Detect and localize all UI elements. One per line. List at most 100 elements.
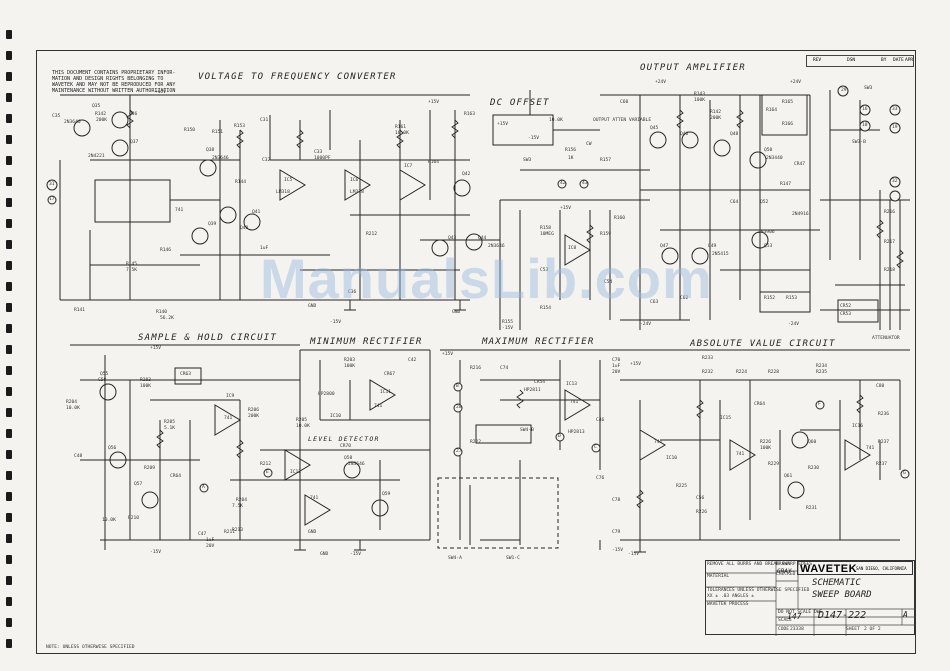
title-sweep-board: SWEEP BOARD (812, 590, 872, 600)
binding-hole (6, 240, 12, 249)
label-10k-a: 10.0K (395, 131, 409, 136)
terminal-a: A (202, 485, 205, 490)
label-c74-mr: C74 (500, 366, 509, 371)
label-cr53: CR53 (840, 312, 852, 317)
label-cw: CW (586, 142, 592, 147)
label-100k-av: 100K (760, 446, 772, 451)
label-r154: R154 (540, 306, 552, 311)
label-q45: Q45 (650, 126, 659, 131)
label-cr47: CR47 (794, 162, 806, 167)
label-c35: C35 (52, 114, 61, 119)
label-100k-min: 100K (344, 364, 356, 369)
label-q47: Q47 (660, 244, 669, 249)
label-r142-oa: R142 (710, 110, 722, 115)
label-r233: R233 (702, 356, 714, 361)
label-r155: R155 (502, 320, 514, 325)
label-q55: Q55 (100, 372, 109, 377)
label-vtf-gnd-b: GND (452, 310, 461, 315)
binding-hole (6, 219, 12, 228)
label-vtf-p15v-b: +15V (428, 100, 440, 105)
label-mr-n15v: -15V (612, 548, 624, 553)
label-r153: R153 (234, 124, 246, 129)
label-75k: 7.5K (126, 268, 138, 273)
label-r209: R209 (144, 466, 156, 471)
min-rect-title: MINIMUM RECTIFIER (310, 337, 423, 347)
binding-hole (6, 597, 12, 606)
label-q35: Q35 (92, 104, 101, 109)
label-ld-n15v: -15V (350, 552, 362, 557)
label-av-p15v: +15V (630, 362, 642, 367)
binding-hole (6, 135, 12, 144)
terminal-b: B (456, 384, 459, 389)
label-ld-gnd: GND (308, 530, 317, 535)
label-q39: Q39 (208, 222, 217, 227)
label-r236: R236 (878, 412, 890, 417)
label-2n4916: 2N4916 (792, 212, 809, 217)
label-2n3646: 2N3646 (212, 156, 229, 161)
binding-hole (6, 51, 12, 60)
label-c62: C62 (680, 296, 689, 301)
code-value: 23338 (790, 627, 804, 632)
label-741-mr: 741 (570, 400, 579, 405)
label-2n3646-ld: 2N3646 (348, 462, 365, 467)
binding-hole (6, 72, 12, 81)
drawn-by: GRAY (777, 568, 792, 575)
label-r202: R212 (260, 462, 272, 467)
label-ic11: IC11 (380, 390, 392, 395)
revision-block: REV DSN BY DATE APR (806, 55, 914, 67)
binding-hole (6, 429, 12, 438)
label-r163: R163 (464, 112, 476, 117)
rev-apr-label: APR (905, 58, 914, 63)
binding-hole (6, 30, 12, 39)
label-741-ld: 741 (310, 496, 319, 501)
binding-hole (6, 93, 12, 102)
label-mr-p15v: +15V (442, 352, 454, 357)
manualslib-watermark: ManualsLib.com (260, 247, 713, 310)
label-r147-oa: R147 (780, 182, 792, 187)
rev-by-label: BY (881, 58, 887, 63)
label-1uf-a: 1uF (260, 246, 269, 251)
label-r187: R204 (66, 400, 78, 405)
label-ic10-av: IC10 (666, 456, 678, 461)
label-ic13: IC13 (566, 382, 578, 387)
label-1uf-sh: 1uF (206, 538, 215, 543)
label-c42: C42 (408, 358, 417, 363)
label-dc-p15v: +15V (497, 122, 509, 127)
model-number: 147 (787, 612, 802, 621)
label-cr64: CR64 (170, 474, 182, 479)
label-ic7: IC7 (404, 164, 413, 169)
terminal-28: 28 (456, 405, 462, 410)
label-c58-sh: C58 (98, 378, 107, 383)
label-c46: C46 (596, 418, 605, 423)
label-q57: Q57 (134, 482, 143, 487)
label-1000pf: 1000PF (314, 156, 331, 161)
level-detector-title: LEVEL DETECTOR (308, 435, 380, 443)
max-rect-title: MAXIMUM RECTIFIER (482, 337, 595, 347)
label-r237-av: R237 (878, 440, 890, 445)
label-741-ic16: 741 (866, 446, 875, 451)
tolerance-dims: XX ± .03 ANGLES ± (707, 594, 755, 599)
label-ic6: IC6 (350, 178, 359, 183)
binding-hole (6, 513, 12, 522)
label-200k-oa: 200K (710, 116, 722, 121)
label-cr67: CR67 (384, 372, 396, 377)
label-sh-p15v: +15V (150, 346, 162, 351)
output-amp-title: OUTPUT AMPLIFIER (640, 63, 746, 73)
title-block-grid (706, 561, 916, 636)
binding-hole (6, 261, 12, 270)
label-r232: R232 (702, 370, 714, 375)
label-cr63: CR63 (180, 372, 192, 377)
company-location: SAN DIEGO, CALIFORNIA (856, 566, 907, 571)
label-100k-sh: 100K (140, 384, 152, 389)
label-r142: R142 (95, 112, 107, 117)
terminal-32: 32 (892, 179, 898, 184)
material-label: MATERIAL (707, 574, 730, 579)
terminal-16: 16 (862, 107, 868, 112)
label-sw3-top: SW3 (864, 86, 873, 91)
label-c53: C53 (540, 268, 549, 273)
terminal-31: 31 (49, 182, 55, 187)
label-q44: Q44 (478, 236, 487, 241)
sheet-value: 2 OF 2 (864, 627, 881, 632)
label-741-ic9: 741 (224, 416, 233, 421)
label-c76: C76 (596, 476, 605, 481)
